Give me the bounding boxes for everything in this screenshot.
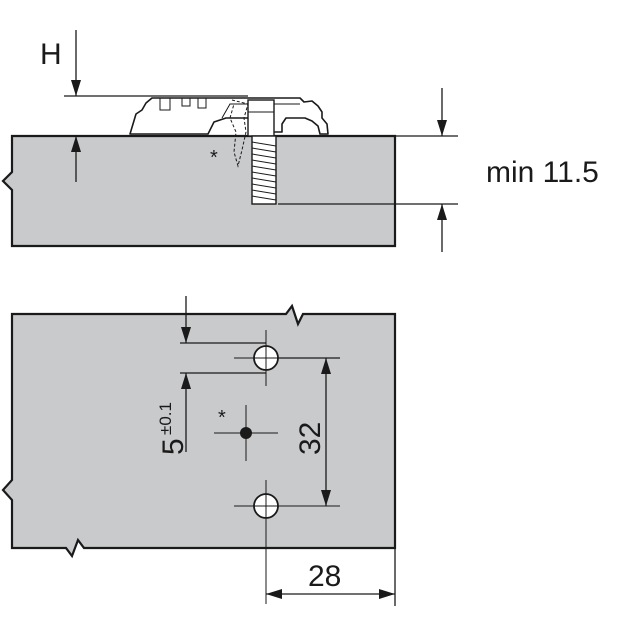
screw-head <box>247 99 275 137</box>
side-view-marker: * <box>210 147 218 169</box>
thickness-label: min 11.5 <box>486 156 599 189</box>
alternate-screw-outline <box>229 99 249 168</box>
top-view: * 5 ±0.1 32 <box>1 296 397 606</box>
mounting-plate-slot-b <box>181 98 191 107</box>
mounting-plate-detail <box>197 98 207 109</box>
width-label: 28 <box>308 560 341 593</box>
offset-tolerance: ±0.1 <box>156 402 175 435</box>
side-view-board <box>1 134 397 248</box>
mounting-plate-slot-a <box>159 98 171 111</box>
width-dimension: 28 <box>266 548 396 606</box>
spacing-label: 32 <box>294 422 327 455</box>
side-view: * H min 11.5 <box>1 30 599 252</box>
screw <box>247 99 277 205</box>
offset-dimension: 5 ±0.1 <box>156 296 266 455</box>
top-view-marker: * <box>218 407 226 429</box>
height-label: H <box>40 38 62 71</box>
mounting-plate-inner-line <box>221 103 300 119</box>
top-view-board <box>1 303 397 559</box>
height-dimension: H <box>40 30 248 182</box>
spacing-dimension: 32 <box>278 357 340 506</box>
offset-label: 5 <box>157 438 190 455</box>
thickness-dimension: min 11.5 <box>278 88 599 252</box>
